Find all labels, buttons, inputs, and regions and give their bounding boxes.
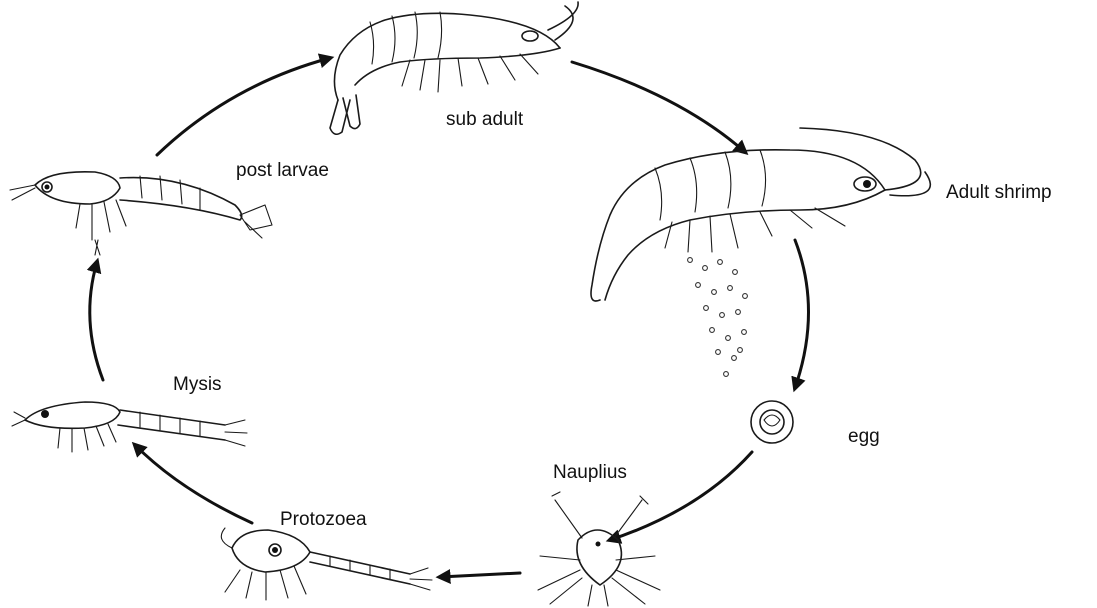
cycle-arrows bbox=[90, 58, 809, 577]
arrow-nauplius-to-protozoea bbox=[440, 573, 520, 577]
post-larvae-illustration bbox=[10, 172, 272, 255]
label-protozoea: Protozoea bbox=[280, 509, 367, 530]
nauplius-illustration bbox=[538, 492, 660, 606]
mysis-illustration bbox=[12, 402, 247, 452]
arrow-sub-adult-to-adult bbox=[572, 62, 745, 152]
released-eggs bbox=[688, 258, 748, 377]
arrow-post-larvae-to-sub-adult bbox=[157, 58, 330, 155]
label-nauplius: Nauplius bbox=[553, 462, 627, 483]
arrow-mysis-to-post-larvae bbox=[90, 262, 103, 380]
label-egg: egg bbox=[848, 426, 880, 447]
protozoea-illustration bbox=[221, 528, 432, 600]
arrow-adult-to-egg bbox=[795, 240, 809, 388]
egg-illustration bbox=[751, 401, 793, 443]
stage-labels: sub adult Adult shrimp egg Nauplius Prot… bbox=[173, 109, 1052, 530]
label-mysis: Mysis bbox=[173, 374, 222, 395]
arrow-protozoea-to-mysis bbox=[135, 445, 252, 523]
arrow-egg-to-nauplius bbox=[610, 452, 752, 540]
label-adult-shrimp: Adult shrimp bbox=[946, 182, 1052, 203]
adult-shrimp-illustration bbox=[591, 128, 930, 376]
label-sub-adult: sub adult bbox=[446, 109, 524, 130]
label-post-larvae: post larvae bbox=[236, 160, 329, 181]
